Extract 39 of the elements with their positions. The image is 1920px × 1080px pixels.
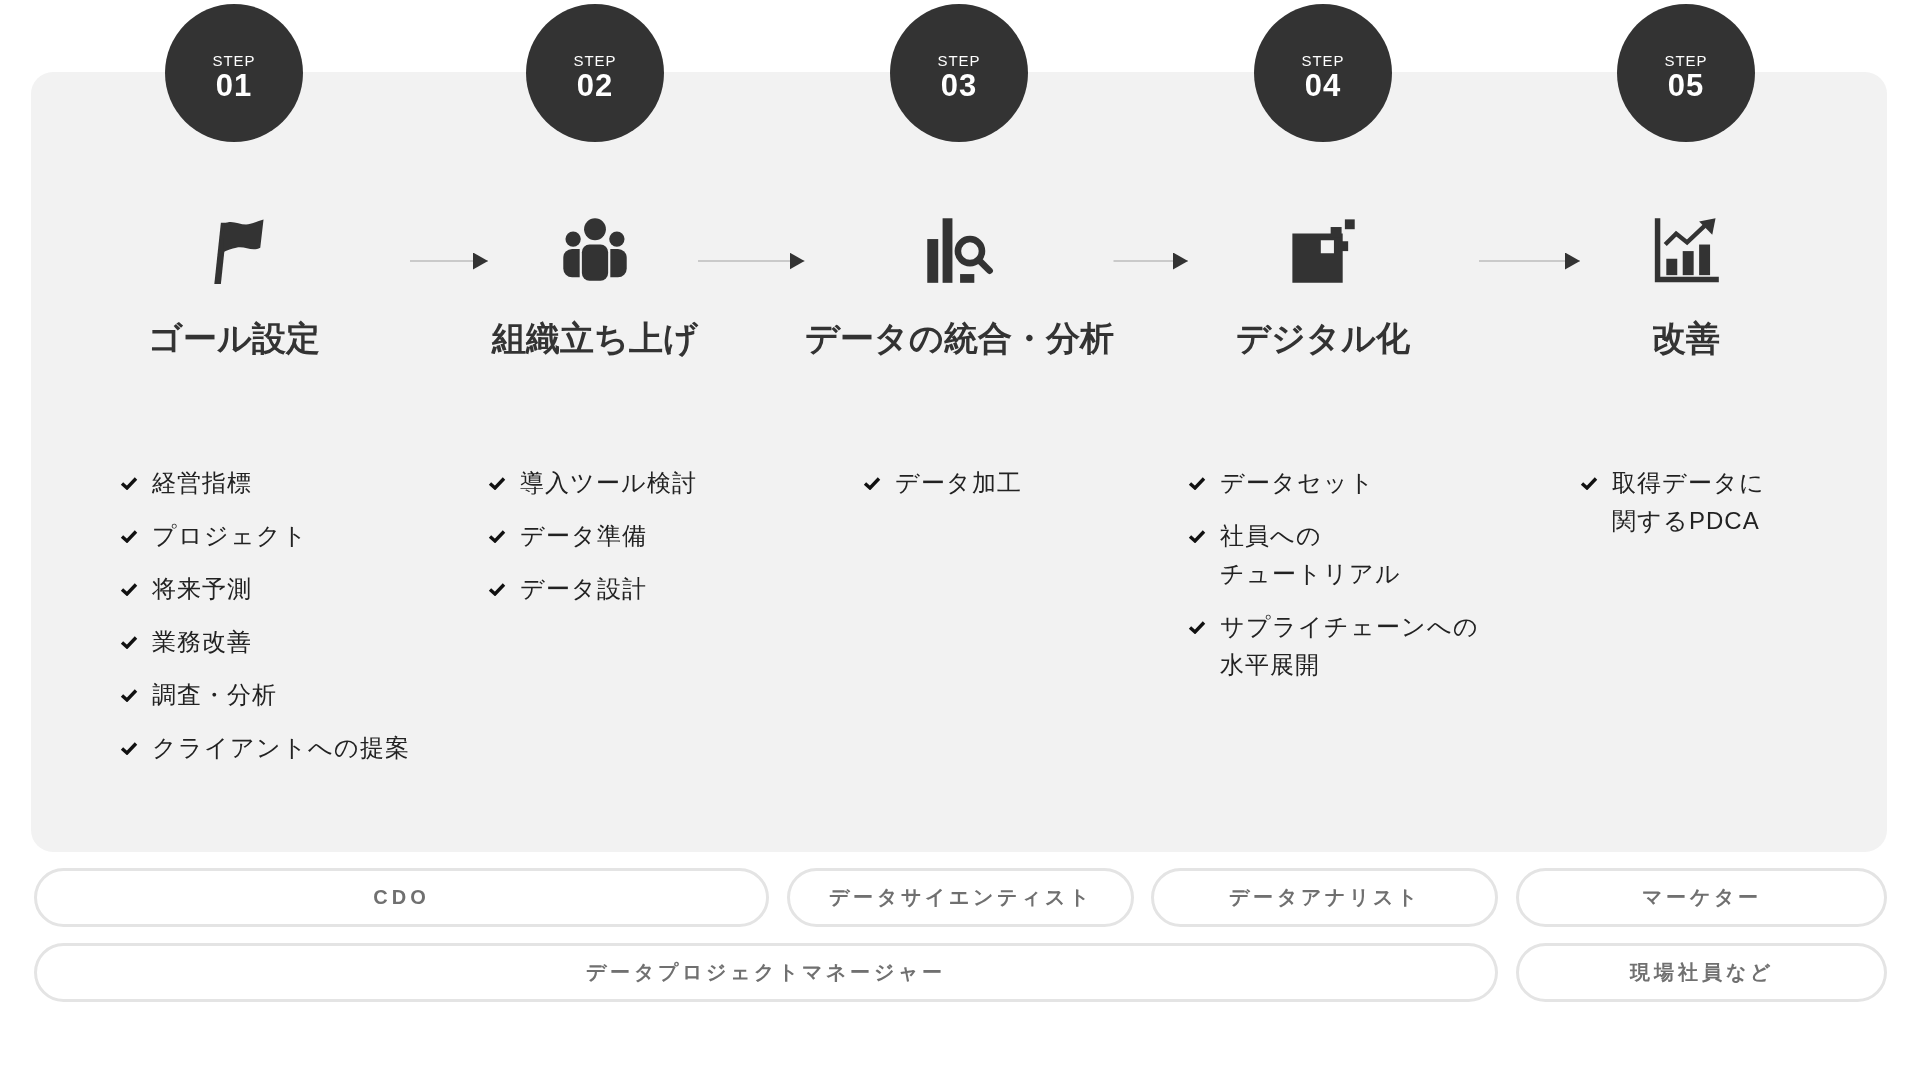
role-pill: マーケター: [1516, 868, 1887, 927]
checklist-item: データセット: [1220, 468, 1375, 498]
checklist-item: クライアントへの提案: [152, 733, 410, 763]
checklist-item: データ準備: [520, 521, 647, 551]
checklist-item: 経営指標: [152, 468, 252, 498]
checklist-item: 業務改善: [152, 627, 252, 657]
arrow: [1112, 252, 1189, 270]
role-pill: データアナリスト: [1151, 868, 1498, 927]
arrow: [409, 252, 489, 270]
arrow: [1478, 252, 1581, 270]
step-label: STEP: [573, 51, 617, 69]
checklist-item: データ加工: [895, 468, 1022, 498]
step-number: 05: [1667, 68, 1705, 103]
checklist-item: データ設計: [520, 574, 647, 604]
step-title: データの統合・分析: [804, 318, 1114, 359]
step-title: 組織立ち上げ: [492, 318, 698, 359]
role-pill: CDO: [34, 868, 769, 927]
checklist-item: プロジェクト: [152, 521, 308, 551]
step-number: 01: [215, 68, 253, 103]
checklist-item: 社員へのチュートリアル: [1220, 521, 1401, 589]
step-number: 02: [576, 68, 614, 103]
step-title: 改善: [1652, 318, 1720, 359]
step-label: STEP: [937, 51, 981, 69]
step-label: STEP: [1301, 51, 1345, 69]
role-pill: データサイエンティスト: [787, 868, 1134, 927]
role-pill: データプロジェクトマネージャー: [34, 943, 1498, 1002]
checklist-item: 将来予測: [152, 574, 252, 604]
checklist-item: 取得データに関するPDCA: [1612, 468, 1765, 536]
role-pill: 現場社員など: [1516, 943, 1887, 1002]
step-title: デジタル化: [1236, 318, 1410, 359]
checklist-item: 導入ツール検討: [520, 468, 697, 498]
step-number: 04: [1304, 68, 1342, 103]
step-label: STEP: [1664, 51, 1708, 69]
step-title: ゴール設定: [148, 318, 320, 359]
step-label: STEP: [212, 51, 256, 69]
checklist-item: サプライチェーンへの水平展開: [1220, 612, 1479, 680]
step-number: 03: [940, 68, 978, 103]
arrow: [697, 252, 806, 270]
checklist-item: 調査・分析: [152, 680, 277, 710]
